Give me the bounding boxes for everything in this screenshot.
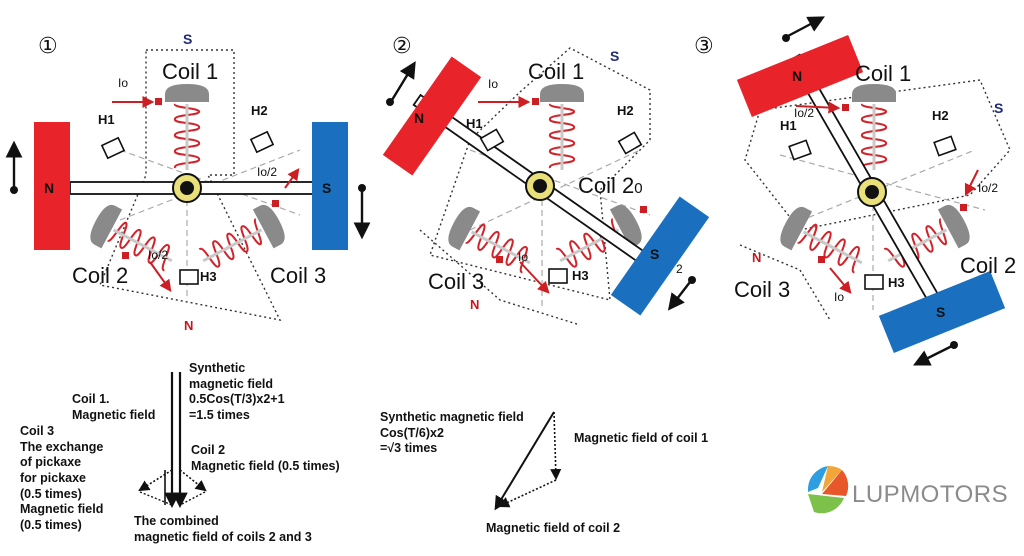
h3-label-2: H3 (572, 268, 589, 283)
pole-label-right-3: S (994, 100, 1004, 116)
synthetic-field-label-2: Synthetic magnetic field Cos(T/6)x2 =√3 … (380, 410, 524, 456)
h2-label: H2 (251, 103, 268, 118)
pole-label-bottom-2: N (470, 297, 480, 312)
step-3-marker: ③ (694, 34, 714, 59)
current-label-io-2b: Io (518, 250, 529, 264)
north-magnet-label: N (44, 180, 55, 196)
coil-1-winding (163, 82, 211, 172)
brand-name: LUPMOTORS (852, 481, 1009, 508)
coil-3-label-2: Coil 3 (428, 269, 485, 294)
current-label-io-half-b: Io/2 (148, 248, 169, 262)
mark-2: 2 (676, 262, 683, 276)
vector-diagram-1 (138, 372, 207, 509)
current-label-io-half-a: Io/2 (257, 165, 278, 179)
h1-label-3: H1 (780, 118, 797, 133)
south-magnet-label: S (322, 180, 332, 196)
current-label-io: Io (118, 76, 129, 90)
south-magnet-2 (610, 196, 710, 316)
lupmotors-logo-icon (807, 465, 849, 514)
synthetic-field-label-1: Synthetic magnetic field 0.5Cos(T/3)x2+1… (189, 361, 285, 422)
coil-2-label: Coil 2 (72, 263, 129, 288)
coil-2-label-2: Coil 20 (578, 173, 643, 198)
current-label-io-half-b-3: Io/2 (978, 181, 999, 195)
coil-1-field-label: Coil 1. Magnetic field (72, 392, 156, 422)
hall-sensor-h1 (101, 137, 125, 159)
pole-label-top-1: S (183, 31, 193, 47)
panel-2-diagram (382, 47, 710, 326)
step-1-marker: ① (38, 34, 58, 59)
h1-label: H1 (98, 112, 115, 127)
coil-1-label: Coil 1 (162, 59, 219, 84)
current-label-io-3: Io (834, 290, 845, 304)
pole-label-left-3: N (752, 250, 762, 265)
current-label-io-half-a-3: Io/2 (794, 106, 815, 120)
step-2-marker: ② (392, 34, 412, 59)
south-magnet-label-3: S (936, 304, 946, 320)
north-magnet-label-2: N (414, 110, 425, 126)
hall-sensor-h3 (179, 269, 199, 285)
current-label-io-2: Io (488, 77, 499, 91)
coil-3-label-3: Coil 3 (734, 277, 791, 302)
vector-diagram-2 (494, 411, 562, 511)
south-magnet-3 (878, 270, 1006, 354)
north-magnet-2 (382, 56, 482, 176)
coil-3-label: Coil 3 (270, 263, 327, 288)
hall-sensor-h2 (250, 131, 274, 153)
north-magnet-3 (736, 34, 864, 118)
north-magnet (34, 122, 70, 250)
coil-1-field-label-2: Magnetic field of coil 1 (574, 431, 709, 445)
coil-1-label-3: Coil 1 (855, 61, 912, 86)
h3-label-3: H3 (888, 275, 905, 290)
south-magnet-label-2: S (650, 246, 660, 262)
h2-label-2: H2 (617, 103, 634, 118)
north-magnet-label-3: N (792, 68, 803, 84)
coil-1-label-2: Coil 1 (528, 59, 585, 84)
coil-3-field-label: Coil 3 The exchange of pickaxe for picka… (20, 424, 104, 532)
pole-label-bottom-1: N (184, 318, 194, 333)
combined-field-label: The combined magnetic field of coils 2 a… (134, 514, 312, 544)
coil-2-label-3: Coil 2 (960, 253, 1017, 278)
panel-1-diagram (5, 49, 371, 321)
pole-label-top-2: S (610, 48, 620, 64)
south-magnet (312, 122, 348, 250)
h1-label-2: H1 (466, 116, 483, 131)
panel-3-diagram (736, 16, 1011, 366)
coil-2-field-label: Coil 2 Magnetic field (0.5 times) (191, 443, 340, 473)
h2-label-3: H2 (932, 108, 949, 123)
h3-label: H3 (200, 269, 217, 284)
coil-2-field-label-2: Magnetic field of coil 2 (486, 521, 621, 535)
